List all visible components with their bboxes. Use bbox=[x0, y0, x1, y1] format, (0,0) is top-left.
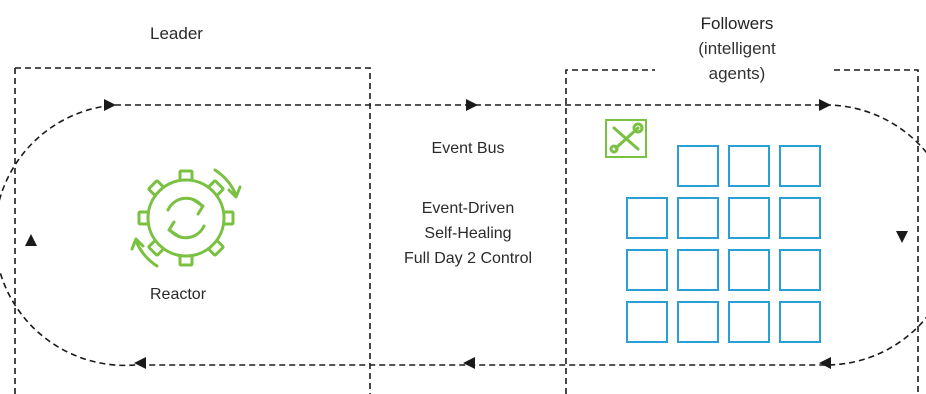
leader-title: Leader bbox=[150, 24, 203, 43]
arrow-bottom-right bbox=[819, 357, 831, 369]
arrow-top-mid bbox=[466, 99, 478, 111]
agent-box bbox=[677, 249, 719, 291]
agent-box bbox=[626, 301, 668, 343]
followers-region bbox=[565, 69, 919, 394]
reactor-gear-icon bbox=[130, 168, 242, 268]
arrow-bottom-mid bbox=[463, 357, 475, 369]
agent-box bbox=[626, 249, 668, 291]
event-bus-feature: Full Day 2 Control bbox=[403, 250, 533, 267]
event-bus-loop bbox=[0, 104, 926, 367]
leader-region bbox=[14, 67, 371, 394]
agent-box bbox=[779, 145, 821, 187]
agent-box bbox=[779, 249, 821, 291]
arrow-right bbox=[896, 231, 908, 243]
agent-box bbox=[626, 197, 668, 239]
agent-box bbox=[728, 197, 770, 239]
event-bus-feature: Self-Healing bbox=[424, 225, 512, 242]
agent-box bbox=[779, 197, 821, 239]
reactor-label: Reactor bbox=[150, 286, 207, 303]
agents-grid bbox=[626, 145, 821, 343]
followers-title-line3: agents) bbox=[708, 64, 766, 83]
agent-box bbox=[779, 301, 821, 343]
agent-box bbox=[677, 145, 719, 187]
event-bus-title: Event Bus bbox=[431, 140, 505, 157]
agent-box bbox=[728, 249, 770, 291]
arrow-top-left bbox=[104, 99, 116, 111]
event-bus-features: Event-Driven Self-Healing Full Day 2 Con… bbox=[362, 196, 574, 271]
followers-title-line1: Followers bbox=[700, 14, 774, 33]
agent-box bbox=[728, 301, 770, 343]
event-bus-feature: Event-Driven bbox=[421, 200, 515, 217]
agent-box bbox=[677, 301, 719, 343]
followers-title: Followers (intelligent agents) bbox=[662, 11, 812, 86]
followers-title-line2: (intelligent bbox=[698, 39, 776, 58]
agent-box bbox=[728, 145, 770, 187]
arrow-top-right bbox=[819, 99, 831, 111]
arrow-bottom-left bbox=[134, 357, 146, 369]
tools-icon bbox=[605, 119, 647, 158]
arrow-left bbox=[25, 234, 37, 246]
agent-box bbox=[677, 197, 719, 239]
